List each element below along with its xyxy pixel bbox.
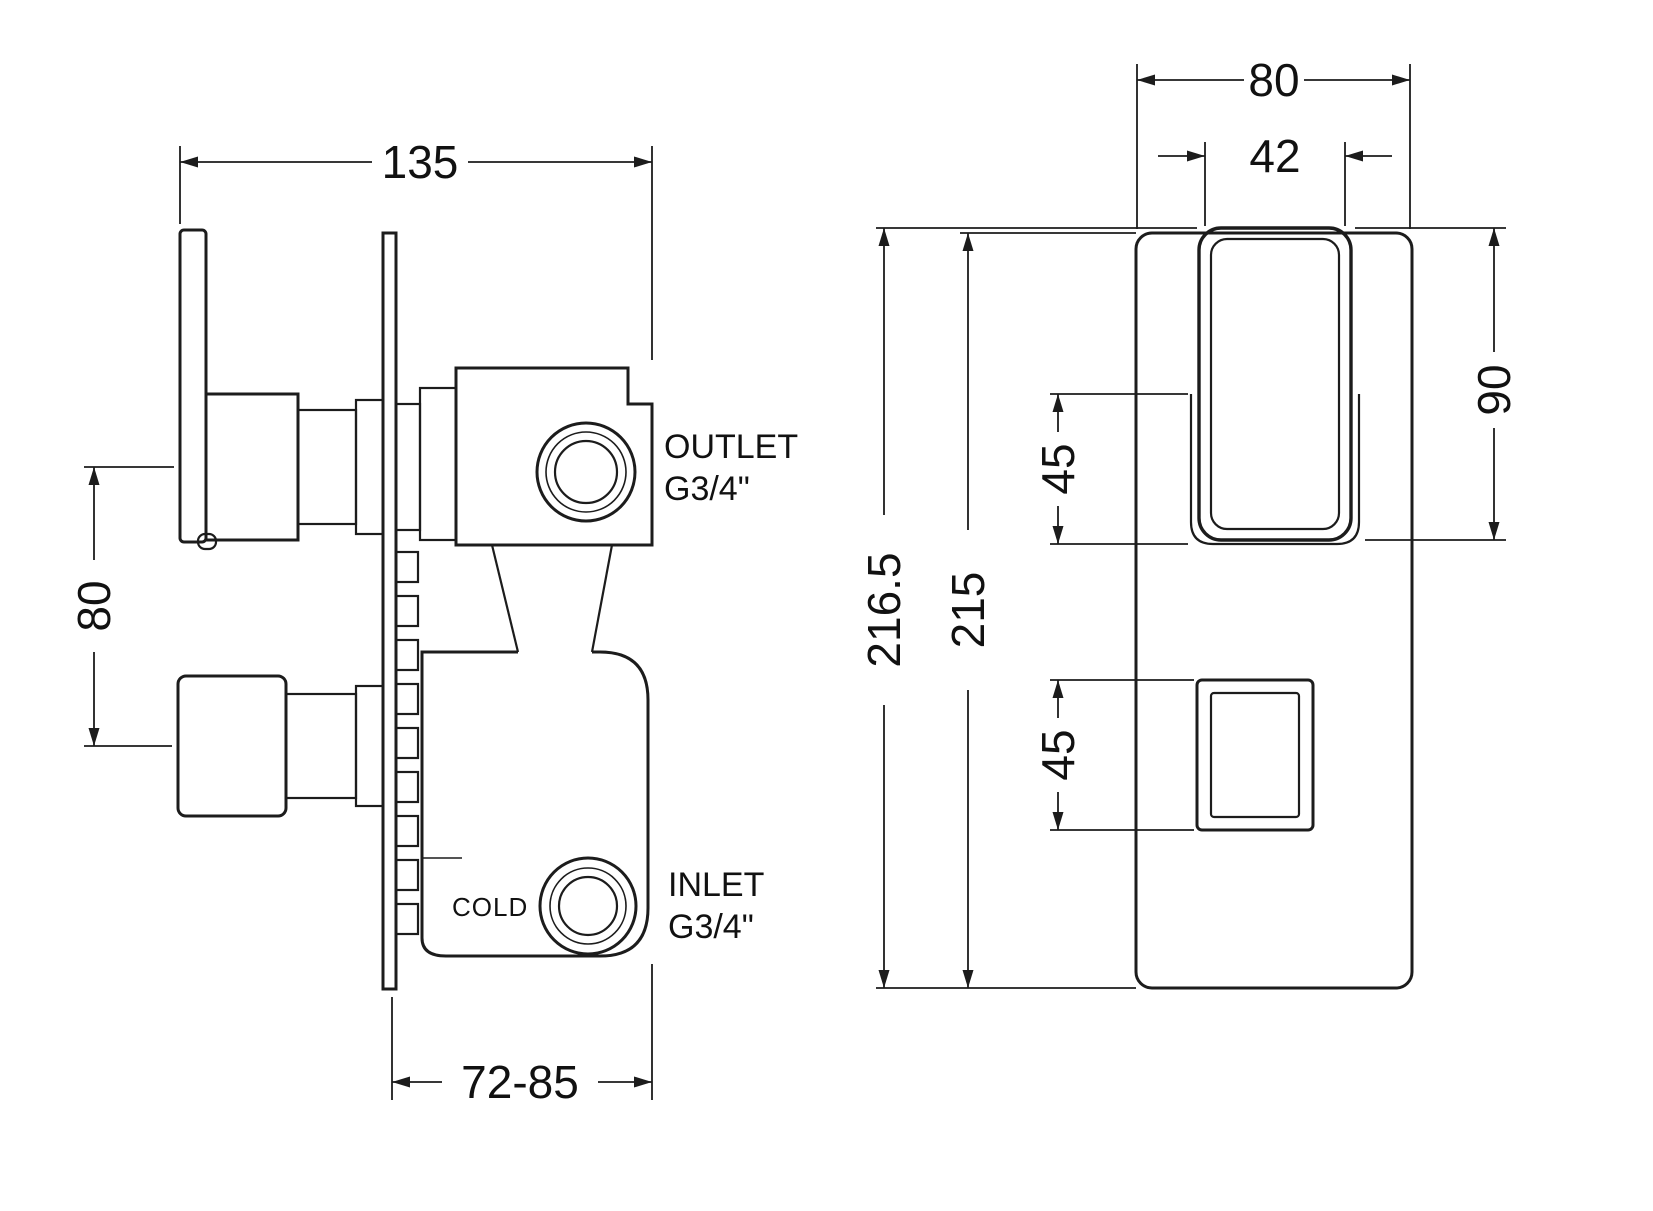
dim-80-front-label: 80 [1248,54,1299,106]
dim-135: 135 [179,136,653,360]
valve-body: COLD [394,366,654,958]
inlet-port [538,856,638,956]
dim-216-5-label: 216.5 [858,552,910,667]
dim-45-upper-label: 45 [1032,443,1084,494]
dim-45-lower-label: 45 [1032,729,1084,780]
front-view: 80 42 90 [858,54,1520,990]
side-view: COLD 135 80 [68,136,798,1108]
outlet-thread-label: G3/4" [664,470,750,508]
dim-80-side: 80 [68,466,174,747]
lower-control-knob [176,674,385,818]
dim-42-label: 42 [1249,130,1300,182]
face-plate [1134,231,1414,990]
dim-90: 90 [1355,227,1520,541]
port-labels: OUTLET G3/4" INLET G3/4" [664,428,798,946]
cold-marking: COLD [452,892,528,922]
outlet-port [535,421,637,523]
dim-215: 215 [942,232,1136,988]
dim-216-5: 216.5 [858,227,1197,989]
front-lower-button [1195,678,1315,832]
inlet-thread-label: G3/4" [668,908,754,946]
front-upper-handle [1189,226,1361,546]
wall-plate-edge [381,231,398,991]
dim-72-85-label: 72-85 [461,1056,579,1108]
outlet-label: OUTLET [664,428,798,466]
dim-80-side-label: 80 [68,580,120,631]
dim-135-label: 135 [382,136,459,188]
mounting-rail-teeth [394,550,420,936]
dim-90-label: 90 [1468,364,1520,415]
dim-45-lower: 45 [1032,679,1194,831]
dim-45-upper: 45 [1032,393,1188,545]
dim-72-85: 72-85 [391,964,653,1108]
handle-recess [1189,394,1361,546]
dim-80-front: 80 [1136,54,1411,229]
inlet-label: INLET [668,866,764,904]
dim-215-label: 215 [942,572,994,649]
dim-42: 42 [1158,130,1392,226]
upper-lever-handle [178,228,385,551]
